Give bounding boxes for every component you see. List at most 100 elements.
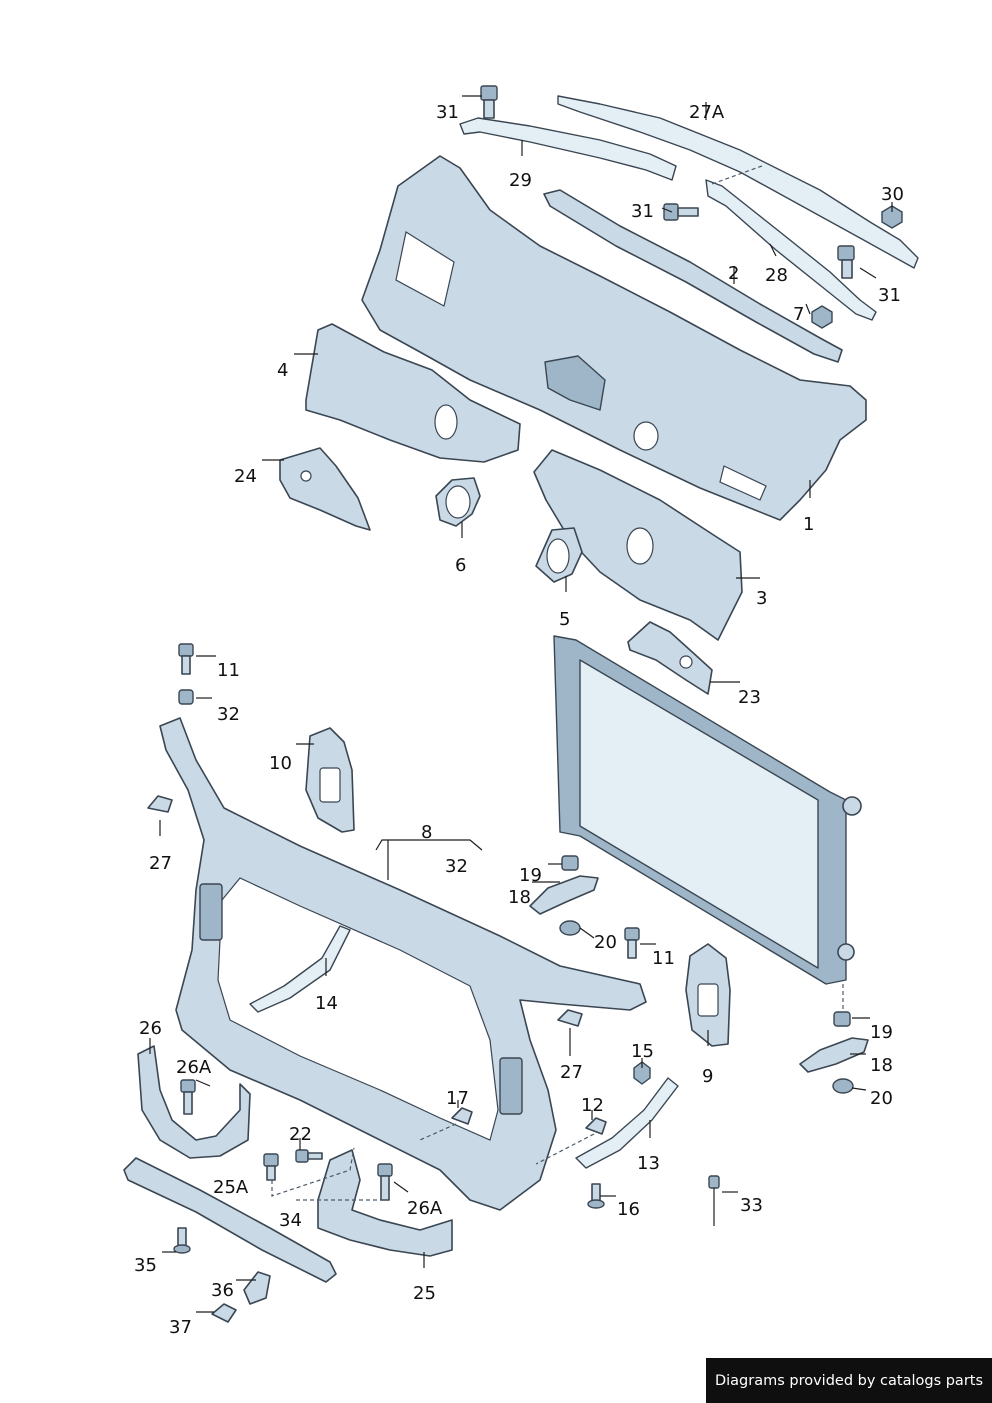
leader-20-right — [851, 1087, 867, 1091]
callout-18-right: 18 — [870, 1055, 893, 1076]
leader-8 — [375, 839, 483, 851]
callout-24: 24 — [234, 466, 257, 487]
callout-29: 29 — [509, 170, 532, 191]
callout-28: 28 — [765, 265, 788, 286]
callout-19-right: 19 — [870, 1022, 893, 1043]
part-31-bolt-right — [837, 245, 855, 279]
part-1-center-cutout — [544, 355, 606, 411]
part-35-bolt — [173, 1227, 191, 1254]
part-12-clip — [585, 1117, 607, 1135]
callout-36: 36 — [211, 1280, 234, 1301]
callout-2: 2 — [728, 263, 739, 284]
part-27A-brace — [557, 95, 919, 269]
part-23-hole — [679, 655, 693, 669]
part-33-rivet — [708, 1175, 720, 1226]
callout-19-left: 19 — [519, 865, 542, 886]
part-32-clip-top — [178, 689, 194, 705]
callout-32-top: 32 — [217, 704, 240, 725]
part-6-grommet-hole — [445, 485, 471, 519]
part-31-bolt-top — [480, 85, 498, 119]
callout-9: 9 — [702, 1066, 713, 1087]
part-31-bolt-mid — [663, 203, 699, 221]
callout-7: 7 — [793, 304, 804, 325]
part-8-right-pad — [499, 1057, 523, 1115]
callout-14: 14 — [315, 993, 338, 1014]
radiator-outlet — [842, 796, 862, 816]
callout-8: 8 — [421, 822, 432, 843]
part-4-insulation — [305, 323, 521, 463]
callout-10: 10 — [269, 753, 292, 774]
callout-37: 37 — [169, 1317, 192, 1338]
leader-31-right — [859, 267, 877, 279]
part-5-grommet-hole — [546, 538, 570, 574]
part-17-clip — [451, 1107, 473, 1125]
part-22-bolt-b — [295, 1149, 323, 1163]
part-24-bracket — [279, 447, 371, 531]
footer-credit-badge: Diagrams provided by catalogs parts — [706, 1358, 992, 1403]
callout-27-left: 27 — [149, 853, 172, 874]
part-1-window-right — [719, 465, 767, 501]
part-2-rail — [543, 189, 843, 363]
callout-11-mid: 11 — [652, 948, 675, 969]
leader-26A-upper — [195, 1079, 211, 1087]
callout-26: 26 — [139, 1018, 162, 1039]
part-1-window-left — [395, 231, 455, 307]
radiator-inlet — [837, 943, 855, 961]
part-26A-bolt-lower — [377, 1163, 393, 1201]
part-7-nut — [811, 305, 833, 329]
part-25A-rail — [123, 1157, 337, 1283]
part-26A-bolt-upper — [180, 1079, 196, 1115]
part-37-clip — [211, 1303, 237, 1323]
part-22-bolt-a — [263, 1153, 279, 1181]
callout-23: 23 — [738, 687, 761, 708]
part-27-clip-right — [557, 1009, 583, 1027]
part-13-brace — [575, 1077, 679, 1169]
callout-15: 15 — [631, 1041, 654, 1062]
callout-33: 33 — [740, 1195, 763, 1216]
callout-6: 6 — [455, 555, 466, 576]
part-26-bracket — [137, 1045, 251, 1159]
callout-16: 16 — [617, 1199, 640, 1220]
part-1-bulkhead — [361, 155, 867, 521]
callout-35: 35 — [134, 1255, 157, 1276]
part-28-brace — [705, 179, 877, 321]
radiator-core — [579, 659, 819, 969]
assembly-line-22 — [271, 1147, 355, 1197]
part-10-plate-window — [319, 767, 341, 803]
part-11-bolt-top — [178, 643, 194, 675]
part-19-mount-left — [561, 855, 579, 871]
leader-28 — [769, 243, 777, 257]
callout-11-top: 11 — [217, 660, 240, 681]
callout-12: 12 — [581, 1095, 604, 1116]
part-18-bracket-right — [799, 1037, 869, 1073]
part-4-hole — [434, 404, 458, 440]
part-25-bracket — [317, 1149, 453, 1257]
callout-26A-lower: 26A — [407, 1198, 443, 1219]
callout-22: 22 — [289, 1124, 312, 1145]
leader-7 — [805, 303, 811, 315]
callout-26A-upper: 26A — [176, 1057, 212, 1078]
part-8-opening — [217, 877, 499, 1141]
leader-31-mid — [661, 207, 673, 213]
part-11-bolt-mid — [624, 927, 640, 959]
callout-17: 17 — [446, 1088, 469, 1109]
part-19-mount-right — [833, 1011, 851, 1027]
part-29-brace — [459, 117, 677, 181]
part-9-plate-window — [697, 983, 719, 1017]
callout-30: 30 — [881, 184, 904, 205]
callout-5: 5 — [559, 609, 570, 630]
part-3-hole — [626, 527, 654, 565]
assembly-line-12 — [535, 1133, 595, 1165]
callout-18-left: 18 — [508, 887, 531, 908]
callout-25A: 25A — [213, 1177, 249, 1198]
part-16-bolt — [587, 1183, 605, 1209]
callout-1: 1 — [803, 514, 814, 535]
part-20-mount-left — [559, 920, 581, 936]
leader-26A-lower — [393, 1181, 409, 1193]
part-8-left-pad — [199, 883, 223, 941]
callout-31-mid: 31 — [631, 201, 654, 222]
callout-27-right: 27 — [560, 1062, 583, 1083]
callout-3: 3 — [756, 588, 767, 609]
part-1-grommet-hole — [633, 421, 659, 451]
